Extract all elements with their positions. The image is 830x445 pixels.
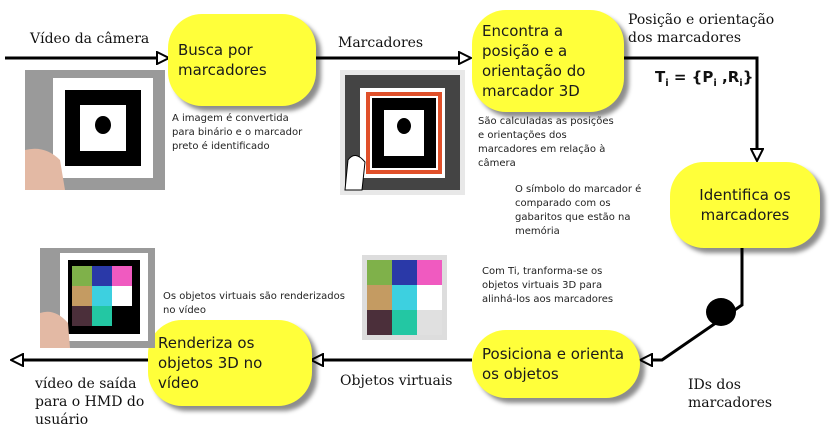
augmented-photo-art	[40, 248, 155, 348]
node-identifica-label: Identifica os marcadores	[699, 186, 791, 224]
binary-marker-photo	[340, 70, 465, 195]
binary-marker-art	[340, 70, 465, 195]
virtual-cube-image	[362, 255, 447, 340]
label-video-saida: vídeo de saída para o HMD do usuário	[35, 376, 145, 428]
label-video-camera: Vídeo da câmera	[30, 31, 150, 47]
node-encontra-posicao: Encontra a posição e a orientação do mar…	[472, 10, 624, 112]
label-posicao-orientacao: Posição e orientação dos marcadores	[628, 12, 775, 46]
marker-symbol-dot	[706, 298, 736, 326]
note-renderizados: Os objetos virtuais são renderizados no …	[163, 291, 345, 316]
node-posiciona-label: Posiciona e orienta os objetos	[482, 345, 625, 383]
node-encontra-label: Encontra a posição e a orientação do mar…	[482, 22, 586, 100]
marker-photo	[25, 70, 165, 190]
label-marcadores: Marcadores	[338, 35, 424, 51]
label-objetos-virtuais: Objetos virtuais	[340, 373, 453, 389]
node-renderiza-objetos: Renderiza os objetos 3D no vídeo	[148, 320, 312, 406]
node-identifica-marcadores: Identifica os marcadores	[670, 162, 820, 248]
arrow-identifica-to-posiciona	[641, 245, 744, 360]
note-transforma: Com Ti, tranforma-se os objetos virtuais…	[482, 266, 614, 305]
transform-formula: Ti = {Pi ,Ri}	[655, 68, 754, 89]
marker-photo-art	[25, 70, 165, 190]
note-simbolo: O símbolo do marcador é comparado com os…	[515, 184, 642, 237]
node-posiciona-orienta: Posiciona e orienta os objetos	[472, 330, 640, 398]
augmented-photo	[40, 248, 155, 348]
note-convertida: A imagem é convertida para binário e o m…	[172, 113, 303, 152]
node-busca-marcadores: Busca por marcadores	[168, 14, 316, 106]
virtual-cube-art	[362, 255, 447, 340]
label-ids: IDs dos marcadores	[688, 377, 773, 411]
node-busca-label: Busca por marcadores	[178, 41, 267, 79]
node-renderiza-label: Renderiza os objetos 3D no vídeo	[158, 334, 263, 392]
arrow-encontra-to-identifica	[623, 56, 757, 160]
note-calculadas: São calculadas as posições e orientações…	[478, 116, 614, 169]
